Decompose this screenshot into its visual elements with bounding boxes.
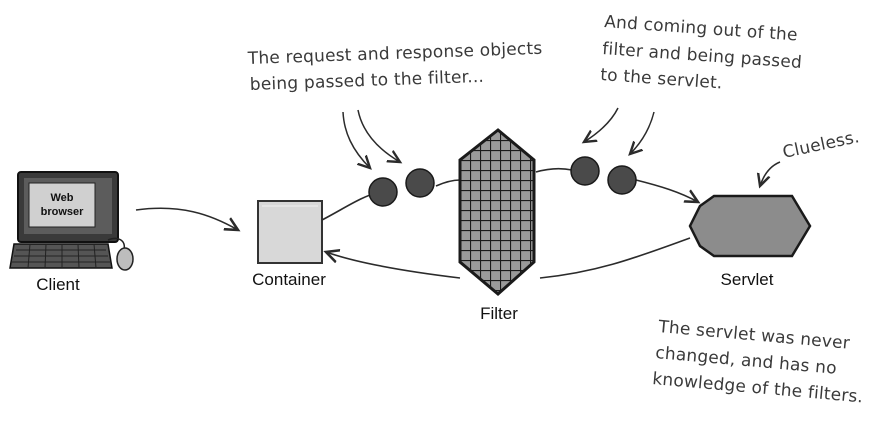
container-box-icon: [257, 200, 323, 264]
client-label: Client: [36, 275, 80, 294]
out-of-filter-line: [535, 167, 573, 173]
filter-icon: [458, 128, 536, 296]
computer-icon: Web browser: [9, 171, 134, 271]
web-browser-label-line1: Web: [50, 192, 73, 204]
browser-window: [28, 182, 96, 228]
pointer-arrow-servlet: [760, 161, 781, 186]
annotation-request-line2: being passed to the filter...: [249, 67, 484, 95]
servlet-icon: [688, 194, 812, 258]
filter-to-servlet-arrow: [635, 179, 698, 202]
mouse-icon: [116, 247, 134, 271]
return-to-container-arrow: [326, 252, 461, 279]
response-object-ball-icon: [405, 168, 435, 198]
response-object-ball-out-icon: [607, 165, 637, 195]
clueless-annotation: Clueless.: [760, 127, 861, 186]
client-to-container-arrow: [135, 207, 238, 230]
annotation-clueless: Clueless.: [781, 127, 861, 163]
pointer-arrow-ball-2: [357, 109, 400, 162]
servlet-label: Servlet: [721, 270, 774, 289]
pointer-arrow-ball-3: [584, 107, 619, 142]
annotation-request-line1: The request and response objects: [246, 39, 542, 69]
web-browser-label-line2: browser: [41, 206, 85, 218]
pointer-arrow-ball-1: [342, 111, 370, 168]
coming-out-annotation: And coming out of the filter and being p…: [584, 12, 803, 154]
pointer-arrow-ball-4: [630, 111, 655, 154]
filter-label: Filter: [480, 304, 518, 323]
annotation-coming-out-line3: to the servlet.: [600, 65, 723, 93]
never-changed-annotation: The servlet was never changed, and has n…: [652, 317, 864, 407]
request-object-ball-icon: [368, 177, 398, 207]
servlet-return-line: [539, 237, 691, 279]
container-label: Container: [252, 270, 326, 289]
into-filter-line: [435, 179, 461, 187]
request-object-ball-out-icon: [570, 156, 600, 186]
